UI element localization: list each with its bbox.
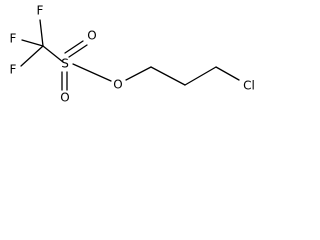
- bonds: [20, 19, 240, 91]
- atom-oxygen-bottom: O: [60, 91, 69, 105]
- atom-fluorine-top: F: [37, 4, 44, 18]
- bond-s-o-top-1: [64, 40, 84, 54]
- bond-c3-cl: [215, 66, 240, 81]
- bond-c-f-left: [21, 39, 44, 47]
- bond-s-o-ester: [72, 63, 112, 82]
- bond-o-c1: [125, 66, 152, 81]
- atom-oxygen-top: O: [87, 29, 96, 43]
- bond-c-s: [42, 45, 64, 63]
- bond-c-f-top: [39, 19, 44, 47]
- atom-oxygen-ester: O: [113, 78, 122, 92]
- bond-c-f-bottom: [20, 45, 44, 67]
- bond-c1-c2: [150, 66, 186, 86]
- atom-chlorine: Cl: [243, 79, 255, 93]
- atom-sulfur: S: [61, 57, 69, 71]
- bond-s-o-top-2: [68, 44, 88, 58]
- atom-fluorine-bottom: F: [10, 63, 17, 77]
- atom-fluorine-left: F: [10, 32, 17, 46]
- atom-labels: F F F S O O O Cl: [10, 4, 255, 105]
- bond-c2-c3: [184, 66, 217, 86]
- chemical-structure: F F F S O O O Cl: [10, 4, 255, 105]
